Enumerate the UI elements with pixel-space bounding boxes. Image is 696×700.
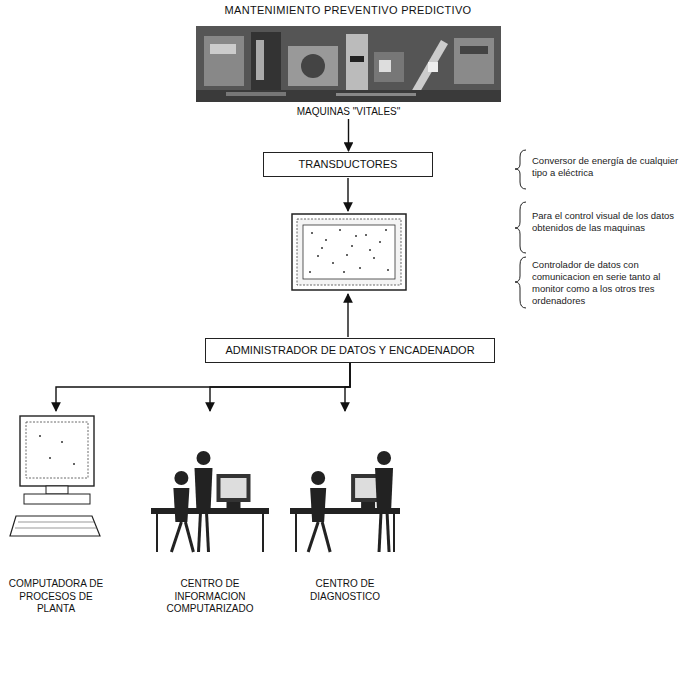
node-caption: MAQUINAS "VITALES" [196, 102, 501, 119]
process-box: TRANSDUCTORES [263, 152, 433, 177]
computer-icon [6, 412, 106, 572]
connector [56, 363, 350, 411]
office-node: CENTRO DE DIAGNOSTICO [284, 412, 406, 603]
bracket [515, 150, 526, 189]
office-icon [284, 412, 406, 572]
connector [210, 363, 350, 411]
computer-node: COMPUTADORA DE PROCESOS DE PLANTA [4, 412, 108, 616]
diagram-title: MANTENIMIENTO PREVENTIVO PREDICTIVO [0, 4, 696, 16]
bracket [515, 202, 526, 253]
office-icon [145, 412, 275, 572]
connector [345, 363, 350, 411]
box-label: TRANSDUCTORES [299, 158, 398, 170]
node-caption: COMPUTADORA DE PROCESOS DE PLANTA [4, 572, 108, 616]
bracket-note: Conversor de energía de cualquier tipo a… [532, 155, 690, 179]
monitor-icon [292, 214, 406, 290]
box-label: ADMINISTRADOR DE DATOS Y ENCADENADOR [225, 344, 474, 356]
connector [348, 119, 349, 152]
bracket [515, 257, 526, 308]
node-caption: CENTRO DE INFORMACION COMPUTARIZADO [145, 572, 275, 616]
arrow-line [347, 294, 348, 337]
node-caption: CENTRO DE DIAGNOSTICO [284, 572, 406, 603]
office-node: CENTRO DE INFORMACION COMPUTARIZADO [145, 412, 275, 616]
machines-photo [196, 26, 501, 102]
bracket-note: Para el control visual de los datos obte… [532, 210, 682, 234]
process-box: ADMINISTRADOR DE DATOS Y ENCADENADOR [205, 338, 495, 363]
machines-figure: MAQUINAS "VITALES" [196, 26, 501, 119]
bracket-note: Controlador de datos con comunicacion en… [532, 259, 690, 307]
arrow-line [347, 178, 348, 211]
